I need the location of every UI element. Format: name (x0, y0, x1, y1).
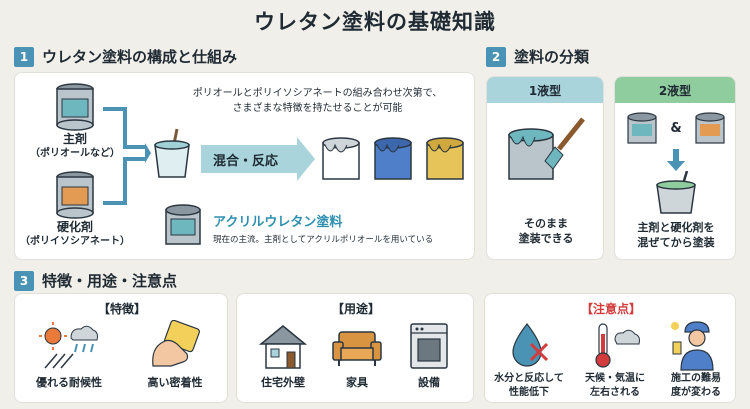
section3-header: 3 特徴・用途・注意点 (14, 270, 177, 291)
paint-can-yellow-icon (426, 137, 464, 180)
acrylic-can-icon (163, 203, 203, 249)
main-agent-note: （ポリオールなど） (30, 148, 120, 160)
section1-header: 1 ウレタン塗料の構成と仕組み (14, 46, 237, 67)
use-equipment: 設備 (418, 376, 440, 389)
caution2-line1: 天候・気温に (585, 373, 645, 384)
washing-machine-icon (405, 322, 453, 370)
water-drop-cross-icon (503, 320, 553, 370)
one-part-caption-line2: 塗装できる (518, 231, 574, 245)
description-line1: ポリオールとポリイソシアネートの組み合わせ次第で、 (192, 88, 443, 99)
hand-adhesion-icon (147, 320, 203, 370)
section2-heading: 塗料の分類 (514, 48, 590, 66)
mixing-bucket-icon (149, 125, 195, 181)
weather-resistance-icon (37, 320, 99, 370)
one-part-title: 1液型 (487, 77, 603, 103)
use-house-exterior: 住宅外壁 (261, 376, 305, 389)
two-part-caption: 主剤と硬化剤を 混ぜてから塗装 (615, 221, 735, 251)
hardener-label: 硬化剤 （ポリイソシアネート） (19, 219, 131, 249)
features-title: 【特徴】 (97, 302, 146, 316)
two-part-caption-line2: 混ぜてから塗装 (637, 235, 715, 249)
two-part-panel: 2液型 & 主剤と硬化剤を 混ぜてから塗装 (614, 76, 736, 260)
feature-weather-resistance: 優れる耐候性 (36, 376, 102, 389)
two-part-caption-line1: 主剤と硬化剤を (637, 221, 715, 234)
caution-difficulty: 施工の難易 度が変わる (657, 372, 735, 399)
section2-header: 2 塗料の分類 (486, 46, 589, 67)
mix-react-label: 混合・反応 (213, 153, 279, 169)
section1-panel: 主剤 （ポリオールなど） 硬化剤 （ポリイソシアネート） ポリオールとポリイソシ… (14, 72, 475, 260)
hardener-note: （ポリイソシアネート） (20, 236, 130, 248)
main-agent-name: 主剤 (62, 132, 87, 146)
can-and-brush-icon (501, 115, 591, 187)
one-part-caption: そのまま 塗装できる (487, 217, 603, 247)
section1-number: 1 (14, 46, 34, 67)
main-agent-can-icon (53, 81, 97, 131)
composition-description: ポリオールとポリイソシアネートの組み合わせ次第で、 さまざまな特徴を持たせること… (165, 87, 470, 116)
one-part-panel: 1液型 そのまま 塗装できる (486, 76, 604, 260)
hardener-name: 硬化剤 (56, 220, 93, 234)
section1-heading: ウレタン塗料の構成と仕組み (42, 48, 238, 66)
caution2-line2: 左右される (590, 386, 640, 398)
hardener-can-icon (53, 169, 97, 219)
worker-icon (669, 318, 725, 372)
page-title: ウレタン塗料の基礎知識 (254, 10, 496, 34)
paint-can-white-icon (322, 137, 360, 180)
merge-arrows-icon (103, 107, 151, 205)
ampersand: & (670, 120, 682, 136)
caution-moisture: 水分と反応して 性能低下 (487, 372, 571, 399)
caution-weather: 天候・気温に 左右される (573, 372, 657, 399)
section2-number: 2 (486, 46, 506, 67)
main-agent-small-can-icon (627, 112, 657, 144)
thermometer-cloud-icon (589, 320, 641, 370)
section3-number: 3 (14, 270, 34, 291)
use-furniture: 家具 (346, 376, 368, 389)
sofa-icon (331, 322, 383, 370)
uses-panel: 【用途】 住宅外壁 家具 設備 (236, 293, 474, 403)
paint-can-blue-icon (374, 137, 412, 180)
mix-arrow-head-icon (297, 137, 315, 181)
two-part-title: 2液型 (615, 77, 735, 103)
caution1-line1: 水分と反応して (494, 373, 564, 384)
caution3-line2: 度が変わる (671, 386, 721, 398)
feature-adhesion: 高い密着性 (147, 376, 203, 389)
caution3-line1: 施工の難易 (671, 373, 721, 384)
mix-react-arrow: 混合・反応 (201, 145, 297, 173)
acrylic-note: 現在の主流。主剤としてアクリルポリオールを用いている (213, 235, 434, 245)
cautions-title: 【注意点】 (580, 302, 641, 316)
caution1-line2: 性能低下 (509, 386, 549, 398)
description-line2: さまざまな特徴を持たせることが可能 (232, 102, 403, 114)
house-icon (257, 322, 309, 370)
one-part-caption-line1: そのまま (524, 217, 568, 230)
section3-heading: 特徴・用途・注意点 (42, 272, 178, 290)
two-part-cans: & (625, 111, 727, 145)
features-panel: 【特徴】 優れる耐候性 高い密着性 (14, 293, 228, 403)
result-cans (319, 135, 469, 185)
cautions-panel: 【注意点】 水分と反応して 性能低下 天候・気温に 左右される 施 (484, 293, 736, 403)
hardener-small-can-icon (695, 112, 725, 144)
down-arrow-icon (667, 149, 685, 171)
mixing-pail-icon (649, 171, 703, 215)
acrylic-title: アクリルウレタン塗料 (213, 215, 343, 230)
uses-title: 【用途】 (331, 302, 380, 316)
main-agent-label: 主剤 （ポリオールなど） (23, 131, 127, 161)
